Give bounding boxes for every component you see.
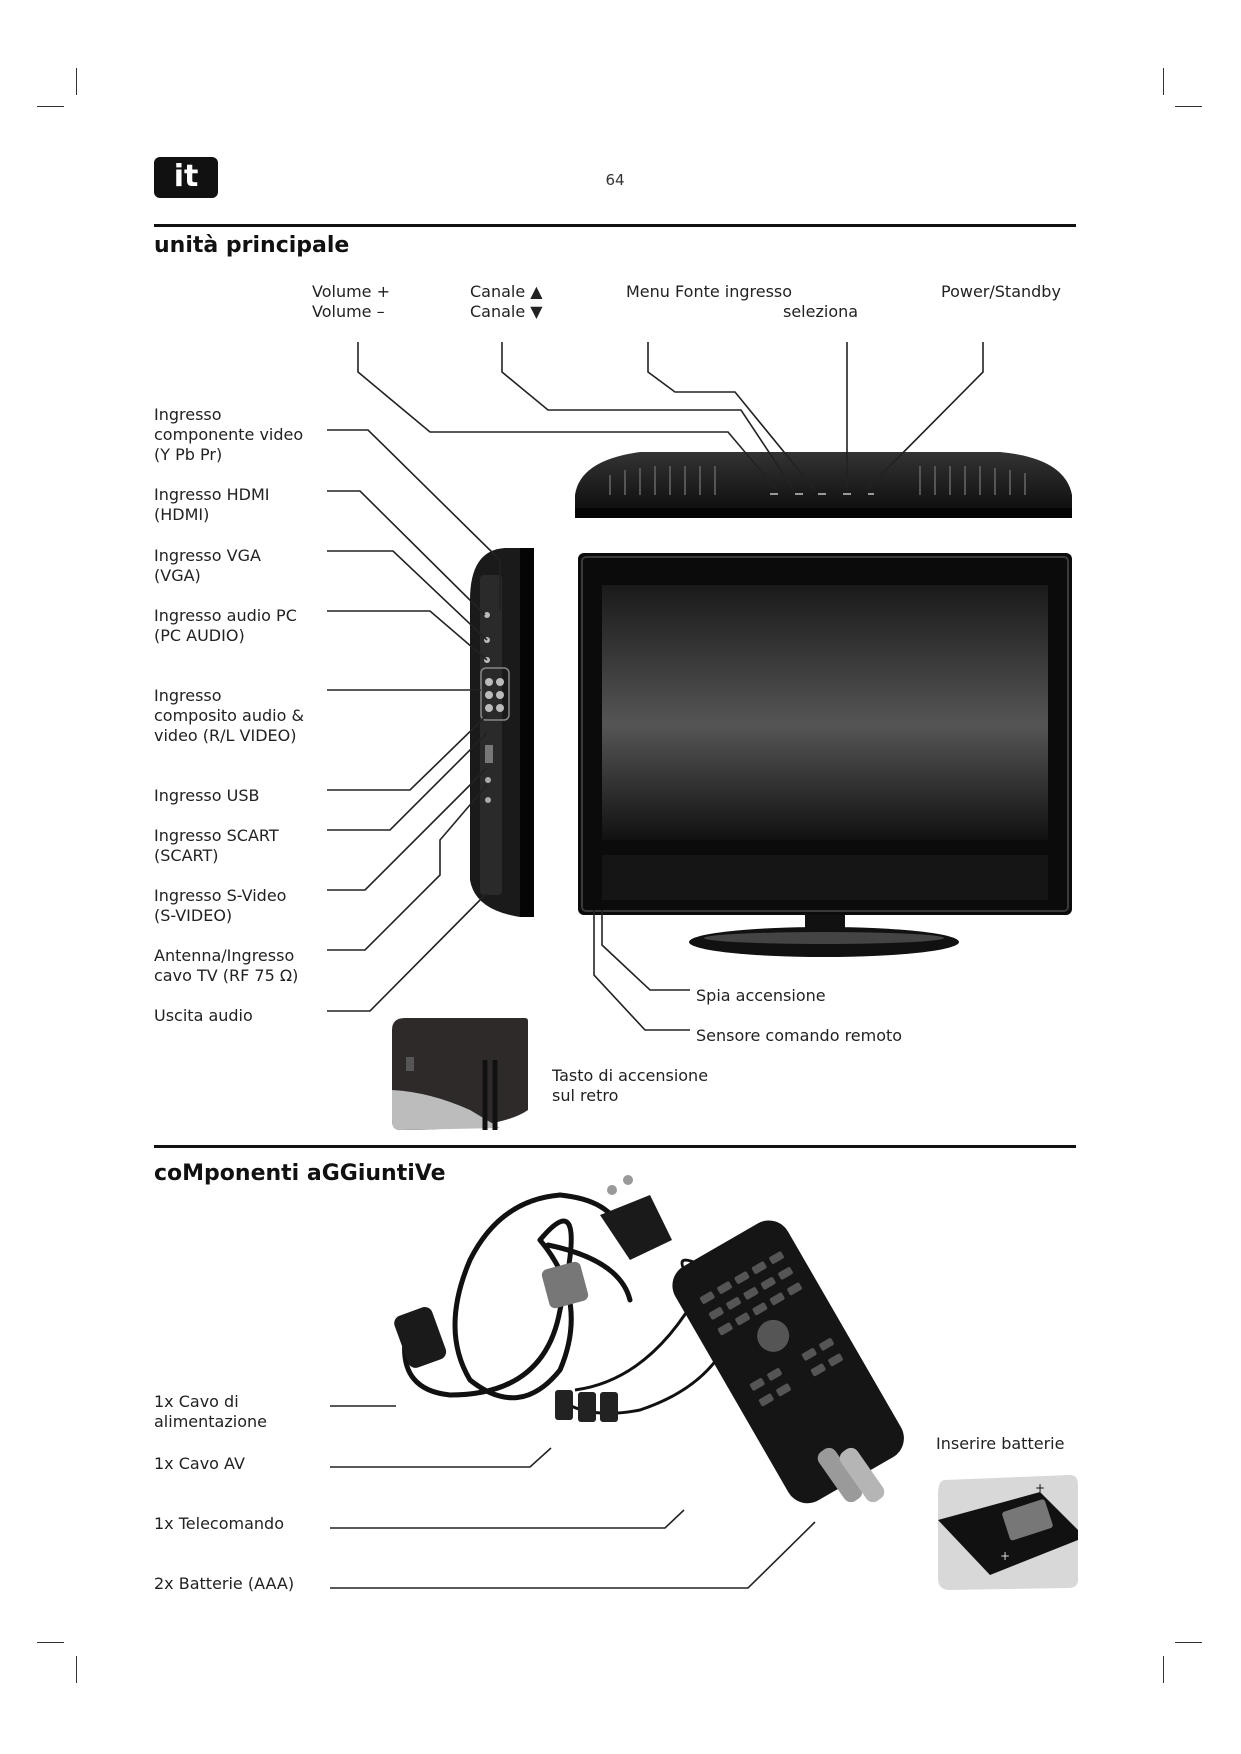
section-rule [154,1145,1076,1148]
label-remote-sensor: Sensore comando remoto [696,1026,903,1045]
label-pc-audio-input: Ingresso audio PC (PC AUDIO) [154,606,297,645]
label-volume-up: Volume + [312,282,390,301]
label-scart-input: Ingresso SCART (SCART) [154,826,279,865]
label-select: seleziona [783,302,859,321]
section-title-main-unit: unità principale [154,233,350,258]
label-av-cable: 1x Cavo AV [154,1454,245,1473]
crop-mark [76,1656,77,1683]
crop-mark [37,106,64,107]
crop-mark [1163,1656,1164,1683]
crop-mark [1175,106,1202,107]
label-antenna-input: Antenna/Ingresso cavo TV (RF 75 Ω) [154,946,299,985]
label-svideo-input: Ingresso S-Video (S-VIDEO) [154,886,287,925]
accessories-photo: + + [394,1175,1078,1590]
label-insert-batteries: Inserire batterie [936,1434,1065,1453]
crop-mark [1175,1642,1202,1643]
section-title-accessories: coMponenti aGGiuntiVe [154,1161,446,1186]
svg-text:+: + [1000,1549,1010,1563]
page-number: 64 [605,171,625,189]
label-menu-source: Menu Fonte ingresso [626,282,793,301]
crop-mark [1163,68,1164,95]
rear-switch-photo [392,1018,528,1130]
label-audio-output: Uscita audio [154,1006,253,1025]
tv-top-view [575,452,1072,518]
label-power-standby: Power/Standby [941,282,1061,301]
crop-mark [37,1642,64,1643]
label-power-led: Spia accensione [696,986,826,1005]
tv-side-view [470,548,534,917]
label-rear-power-switch: Tasto di accensione sul retro [552,1066,709,1105]
label-composite-input: Ingresso composito audio & video (R/L VI… [154,686,304,745]
language-badge: it [154,157,218,198]
label-channel-up: Canale ▲ [470,282,543,301]
label-hdmi-input: Ingresso HDMI (HDMI) [154,485,270,524]
label-power-cable: 1x Cavo di alimentazione [154,1392,267,1431]
crop-mark [76,68,77,95]
label-vga-input: Ingresso VGA (VGA) [154,546,261,585]
leader-lines-main [327,342,984,1031]
label-volume-down: Volume – [312,302,385,321]
tv-front-view [578,553,1072,957]
label-batteries: 2x Batterie (AAA) [154,1574,295,1593]
section-rule [154,224,1076,227]
label-usb-input: Ingresso USB [154,786,260,805]
svg-text:+: + [1035,1481,1045,1495]
leader-lines-accessories [330,1405,816,1589]
label-channel-down: Canale ▼ [470,302,543,321]
label-component-input: Ingresso componente video (Y Pb Pr) [154,405,304,464]
label-remote-control: 1x Telecomando [154,1514,284,1533]
